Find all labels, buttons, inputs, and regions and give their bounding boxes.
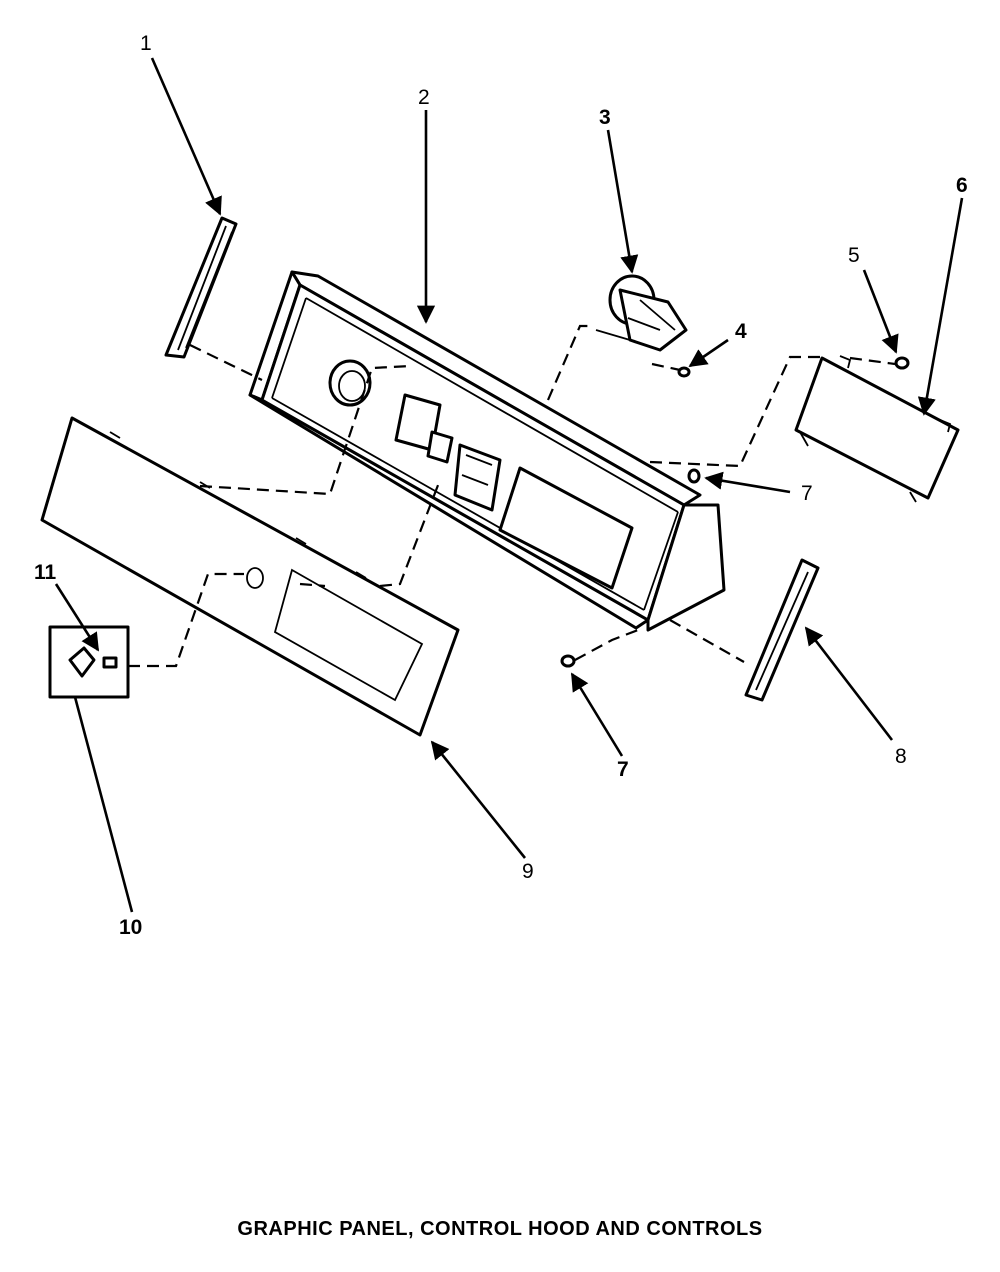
callout-10: 10 xyxy=(119,916,142,939)
screw-part-7-lower xyxy=(560,654,576,668)
diagram-caption: GRAPHIC PANEL, CONTROL HOOD AND CONTROLS xyxy=(237,1218,763,1240)
callout-8: 8 xyxy=(895,745,907,768)
callout-5: 5 xyxy=(848,244,860,267)
callout-3: 3 xyxy=(599,106,611,129)
screw-part-7-upper xyxy=(687,468,701,484)
graphic-panel-part xyxy=(40,416,460,737)
leader-lines xyxy=(54,57,964,913)
knob-detail-box xyxy=(48,625,130,699)
callout-11: 11 xyxy=(34,561,57,584)
control-hood-part xyxy=(248,270,726,632)
alignment-dashed-lines xyxy=(128,324,896,668)
callout-2: 2 xyxy=(418,86,430,109)
left-end-cap-part xyxy=(164,216,238,359)
bracket-cover-part xyxy=(794,355,960,503)
screw-part-5 xyxy=(894,356,910,370)
callout-6: 6 xyxy=(956,174,968,197)
callout-9: 9 xyxy=(522,860,534,883)
screw-part-4 xyxy=(677,366,691,378)
callout-7-lower: 7 xyxy=(617,758,629,781)
callout-4: 4 xyxy=(735,320,747,343)
control-switch-part xyxy=(595,274,688,352)
callout-1: 1 xyxy=(140,32,152,55)
right-end-cap-part xyxy=(744,558,820,702)
callout-7-upper: 7 xyxy=(801,482,813,505)
